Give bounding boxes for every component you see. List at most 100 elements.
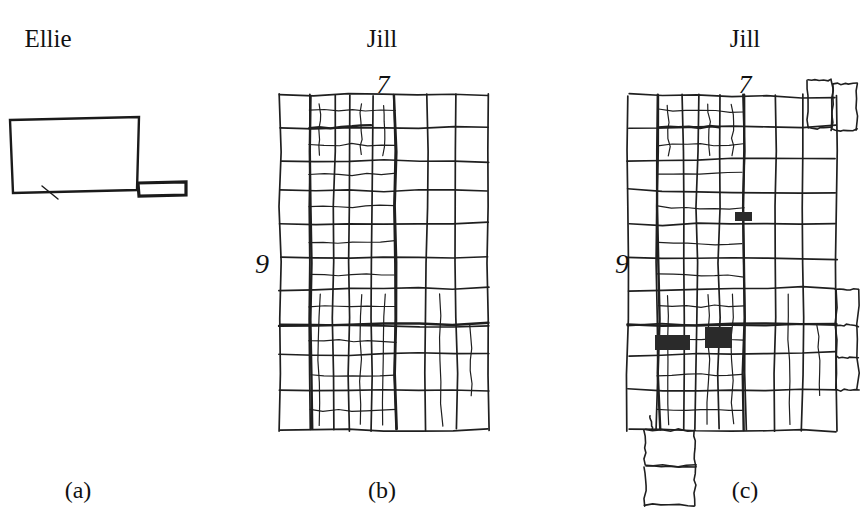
grid-line [309, 173, 394, 175]
jill-grid-c [626, 79, 859, 506]
grid-line [394, 95, 397, 429]
grid-line [382, 294, 385, 425]
grid-line [694, 430, 696, 466]
ellie-drawing [10, 117, 186, 199]
grid-line [629, 125, 836, 128]
grid-line [311, 375, 395, 376]
grid-line [657, 409, 744, 411]
grid-line [629, 223, 835, 226]
grid-line [801, 94, 803, 431]
grid-line [836, 389, 859, 391]
grid-line [743, 94, 747, 430]
grid-line [309, 241, 395, 244]
grid-line [835, 96, 837, 431]
shaded-cell [735, 212, 752, 221]
grid-line [628, 189, 836, 193]
grid-line [309, 110, 395, 111]
grid-line [646, 465, 696, 467]
grid-line [629, 352, 836, 357]
grid-line [667, 105, 670, 155]
grid-line [319, 104, 321, 155]
grid-line [644, 430, 646, 465]
grid-line [657, 95, 660, 430]
grid-line [833, 83, 857, 85]
large-rectangle [10, 117, 139, 193]
tick-mark [42, 186, 58, 199]
grid-line [627, 324, 836, 326]
grid-line [708, 104, 711, 155]
grid-line [360, 295, 362, 425]
grid-line [817, 325, 820, 395]
shaded-cell [705, 327, 732, 348]
grid-line [694, 466, 696, 506]
grid-line [309, 125, 371, 128]
grid-line [629, 94, 835, 98]
grid-line [644, 467, 646, 506]
jill-grid-b [279, 94, 489, 432]
dimension-number: 9 [255, 250, 269, 278]
grid-line [808, 79, 831, 81]
student-name: Jill [367, 26, 398, 51]
grid-line [658, 206, 745, 209]
grid-line [788, 294, 790, 424]
dimension-number: 9 [615, 250, 629, 278]
grid-line [309, 143, 395, 145]
student-name: Jill [730, 26, 761, 51]
grid-line [348, 95, 350, 431]
grid-line [856, 84, 858, 131]
grid-line [470, 325, 472, 396]
grid-line [644, 504, 694, 506]
grid-line [657, 274, 744, 277]
grid-line [659, 109, 743, 112]
grid-line [835, 289, 858, 290]
grid-line [310, 96, 312, 429]
grid-line [658, 242, 742, 244]
grid-line [318, 294, 320, 425]
dimension-number: 7 [377, 72, 390, 98]
shaded-cell [655, 335, 690, 350]
student-name: Ellie [24, 26, 71, 51]
grid-line [281, 160, 489, 163]
grid-line [658, 126, 719, 128]
panel-label: (c) [732, 478, 759, 502]
grid-line [332, 95, 335, 430]
grid-line [311, 274, 394, 276]
grid-line [309, 306, 395, 307]
grid-line [743, 95, 745, 430]
grid-line [718, 95, 720, 429]
grid-line [807, 80, 808, 128]
grid-line [836, 324, 858, 327]
panel-label: (b) [368, 478, 396, 502]
grid-line [731, 104, 734, 155]
grid-line [455, 94, 458, 429]
grid-line [279, 323, 488, 326]
grid-line [837, 356, 859, 358]
grid-line [832, 129, 857, 131]
grid-line [425, 94, 428, 431]
dimension-number: 7 [739, 72, 752, 98]
grid-line [279, 94, 281, 431]
grid-line [650, 416, 653, 431]
panel-label: (a) [65, 478, 92, 502]
grid-line [487, 94, 489, 430]
grid-line [668, 296, 669, 425]
grid-line [658, 305, 744, 307]
grid-line [731, 294, 734, 424]
grid-line [657, 172, 742, 174]
grid-line [309, 205, 394, 207]
grid-line [809, 127, 833, 129]
grid-line [857, 290, 859, 389]
grid-line [695, 94, 699, 429]
grid-line [440, 294, 443, 426]
grid-line [646, 465, 696, 467]
grid-line [360, 104, 362, 155]
grid-line [657, 374, 742, 376]
grid-line [774, 95, 776, 431]
grid-line [383, 106, 385, 156]
small-rectangle [138, 182, 186, 196]
grid-line [707, 295, 710, 425]
grid-line [835, 290, 837, 389]
grid-line [831, 84, 833, 130]
